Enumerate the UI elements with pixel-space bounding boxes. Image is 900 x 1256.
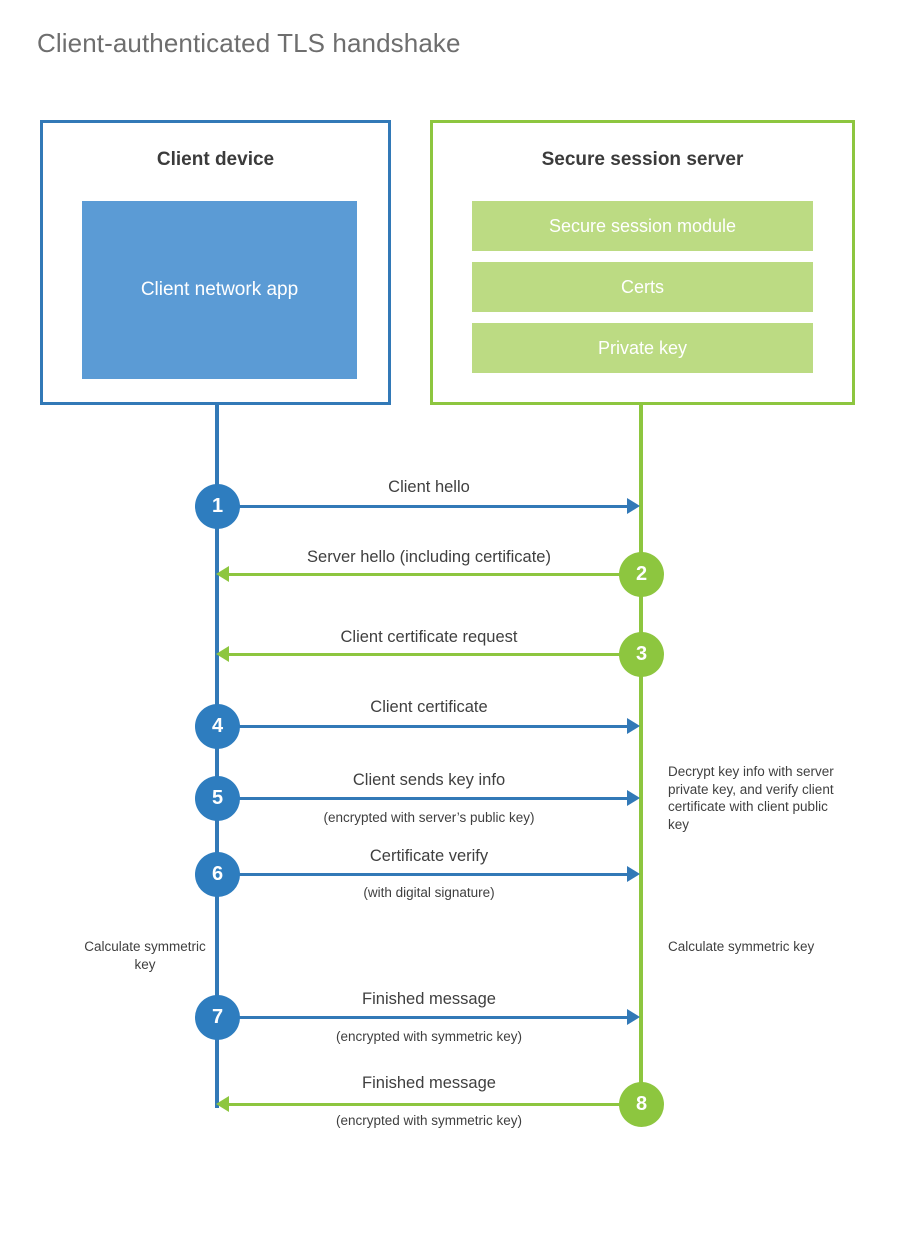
client-device-title: Client device <box>156 149 275 170</box>
server-component-certs: Certs <box>472 262 813 312</box>
step-6-arrow-head-icon <box>627 866 640 882</box>
client-lifeline <box>215 405 219 1108</box>
server-calculate-symmetric-key-annotation: Calculate symmetric key <box>668 939 815 954</box>
step-7-marker[interactable]: 7 <box>195 995 240 1040</box>
page-title: Client-authenticated TLS handshake <box>37 28 461 58</box>
step-1-arrow-head-icon <box>627 498 640 514</box>
step-8-arrow-line <box>229 1103 641 1106</box>
step-5-label: Client sends key info <box>352 771 506 789</box>
step-7-sublabel: (encrypted with symmetric key) <box>335 1029 523 1044</box>
step-6-arrow-line <box>217 873 627 876</box>
step-3-label: Client certificate request <box>340 628 518 646</box>
server-decrypt-annotation: Decrypt key info with server private key… <box>668 764 834 832</box>
step-6-label: Certificate verify <box>369 847 489 865</box>
server-component-secure-session-module: Secure session module <box>472 201 813 251</box>
client-device-box: Client device Client network app <box>40 120 391 405</box>
step-7-label: Finished message <box>362 990 496 1008</box>
step-8-arrow-head-icon <box>216 1096 229 1112</box>
step-2-marker[interactable]: 2 <box>619 552 664 597</box>
client-network-app-label: Client network app <box>140 279 299 300</box>
step-4-label: Client certificate <box>370 698 488 716</box>
step-3-arrow-head-icon <box>216 646 229 662</box>
step-3-arrow-line <box>229 653 641 656</box>
step-5-sublabel: (encrypted with server’s public key) <box>323 810 535 825</box>
secure-session-server-box: Secure session server Secure session mod… <box>430 120 855 405</box>
step-7-arrow-head-icon <box>627 1009 640 1025</box>
client-calculate-symmetric-key-annotation: Calculate symmetric key <box>84 939 206 972</box>
server-component-list: Secure session module Certs Private key <box>472 201 813 384</box>
step-8-marker[interactable]: 8 <box>619 1082 664 1127</box>
step-1-marker[interactable]: 1 <box>195 484 240 529</box>
step-2-arrow-head-icon <box>216 566 229 582</box>
step-5-arrow-line <box>217 797 627 800</box>
step-5-arrow-head-icon <box>627 790 640 806</box>
step-1-arrow-line <box>217 505 627 508</box>
step-7-arrow-line <box>217 1016 627 1019</box>
step-3-marker[interactable]: 3 <box>619 632 664 677</box>
step-2-arrow-line <box>229 573 641 576</box>
step-4-arrow-line <box>217 725 627 728</box>
step-6-marker[interactable]: 6 <box>195 852 240 897</box>
server-lifeline <box>639 405 643 1108</box>
client-network-app-block: Client network app <box>82 201 357 379</box>
step-8-sublabel: (encrypted with symmetric key) <box>335 1113 523 1128</box>
step-4-marker[interactable]: 4 <box>195 704 240 749</box>
step-4-arrow-head-icon <box>627 718 640 734</box>
server-component-private-key: Private key <box>472 323 813 373</box>
step-2-label: Server hello (including certificate) <box>307 548 551 566</box>
step-8-label: Finished message <box>362 1074 496 1092</box>
step-6-sublabel: (with digital signature) <box>363 885 495 900</box>
step-5-marker[interactable]: 5 <box>195 776 240 821</box>
step-1-label: Client hello <box>388 478 470 496</box>
secure-session-server-title: Secure session server <box>541 149 744 170</box>
